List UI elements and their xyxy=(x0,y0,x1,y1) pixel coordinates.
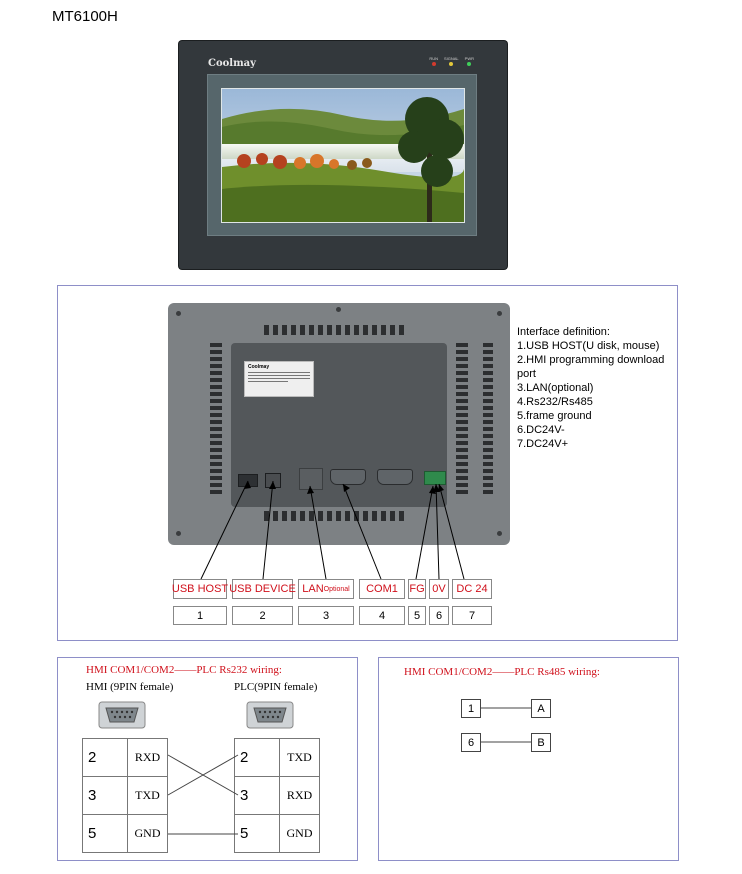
bottom-vents xyxy=(264,511,404,521)
number-5: 5 xyxy=(408,606,426,625)
led-signal: SIGNAL xyxy=(444,56,459,66)
led-pwr: PWR xyxy=(465,56,474,66)
table-row: 2 TXD xyxy=(234,738,320,777)
led-run: RUN xyxy=(429,56,438,66)
display-landscape-image xyxy=(221,88,465,223)
number-3: 3 xyxy=(298,606,354,625)
power-terminal-block xyxy=(424,471,446,485)
db9-female-connector-icon xyxy=(98,701,146,729)
hmi-pin-table: 2 RXD 3 TXD 5 GND xyxy=(82,738,168,853)
rs485-wiring-section: HMI COM1/COM2——PLC Rs485 wiring: 1 A 6 B xyxy=(378,657,679,861)
label-fg: FG xyxy=(408,579,426,599)
rear-panel-section: Coolmay Interface definition: 1.USB HOST… xyxy=(57,285,678,641)
label-dc24: DC 24 xyxy=(452,579,492,599)
label-com1: COM1 xyxy=(359,579,405,599)
hmi-front-view: Coolmay RUN SIGNAL PWR xyxy=(179,41,507,269)
usb-device-port xyxy=(265,473,281,488)
plc-pin-a: A xyxy=(531,699,551,718)
right-vents xyxy=(456,343,468,494)
db9-female-connector-icon xyxy=(246,701,294,729)
led-signal-indicator xyxy=(449,62,454,66)
screw xyxy=(336,307,341,312)
label-0v: 0V xyxy=(429,579,449,599)
edge-vents xyxy=(483,343,493,494)
interface-definition: Interface definition: 1.USB HOST(U disk,… xyxy=(517,326,665,450)
wire-rxd-txd xyxy=(167,754,239,796)
table-row: 5 GND xyxy=(234,814,320,853)
front-brand-logo: Coolmay xyxy=(208,58,256,69)
number-6: 6 xyxy=(429,606,449,625)
plc-pin-b: B xyxy=(531,733,551,752)
table-row: 2 RXD xyxy=(82,738,168,777)
rs485-wires xyxy=(481,707,531,743)
number-7: 7 xyxy=(452,606,492,625)
plc-connector-label: PLC(9PIN female) xyxy=(234,681,318,693)
label-usb-host: USB HOST xyxy=(172,579,228,599)
hmi-pin-1: 1 xyxy=(461,699,481,718)
led-run-indicator xyxy=(431,62,436,66)
model-title: MT6100H xyxy=(52,8,118,25)
number-4: 4 xyxy=(359,606,405,625)
landscape-picture xyxy=(222,89,464,222)
number-1: 1 xyxy=(173,606,227,625)
rs232-wiring-section: HMI COM1/COM2——PLC Rs232 wiring: HMI (9P… xyxy=(57,657,358,861)
table-row: 3 RXD xyxy=(234,776,320,815)
hmi-connector-label: HMI (9PIN female) xyxy=(86,681,174,693)
product-label-sticker: Coolmay xyxy=(244,361,314,397)
rs232-title: HMI COM1/COM2——PLC Rs232 wiring: xyxy=(86,664,282,676)
table-row: 3 TXD xyxy=(82,776,168,815)
screw xyxy=(176,531,181,536)
screw xyxy=(497,311,502,316)
plc-pin-table: 2 TXD 3 RXD 5 GND xyxy=(234,738,320,853)
label-usb-device: USB DEVICE xyxy=(229,579,296,599)
rs485-title: HMI COM1/COM2——PLC Rs485 wiring: xyxy=(404,666,600,678)
number-2: 2 xyxy=(232,606,293,625)
screw xyxy=(497,531,502,536)
screw xyxy=(176,311,181,316)
left-vents xyxy=(210,343,222,494)
hmi-pin-6: 6 xyxy=(461,733,481,752)
top-vents xyxy=(264,325,404,335)
usb-host-port xyxy=(238,474,258,487)
led-pwr-indicator xyxy=(467,62,472,66)
com-port-db9 xyxy=(330,469,366,485)
screen-bezel xyxy=(207,74,477,236)
status-leds: RUN SIGNAL PWR xyxy=(429,56,474,66)
sticker-brand: Coolmay xyxy=(248,364,270,370)
lan-port xyxy=(299,468,323,490)
hmi-rear-view: Coolmay xyxy=(168,303,510,545)
com-port-db9-2 xyxy=(377,469,413,485)
wire-txd-rxd xyxy=(167,754,239,796)
table-row: 5 GND xyxy=(82,814,168,853)
